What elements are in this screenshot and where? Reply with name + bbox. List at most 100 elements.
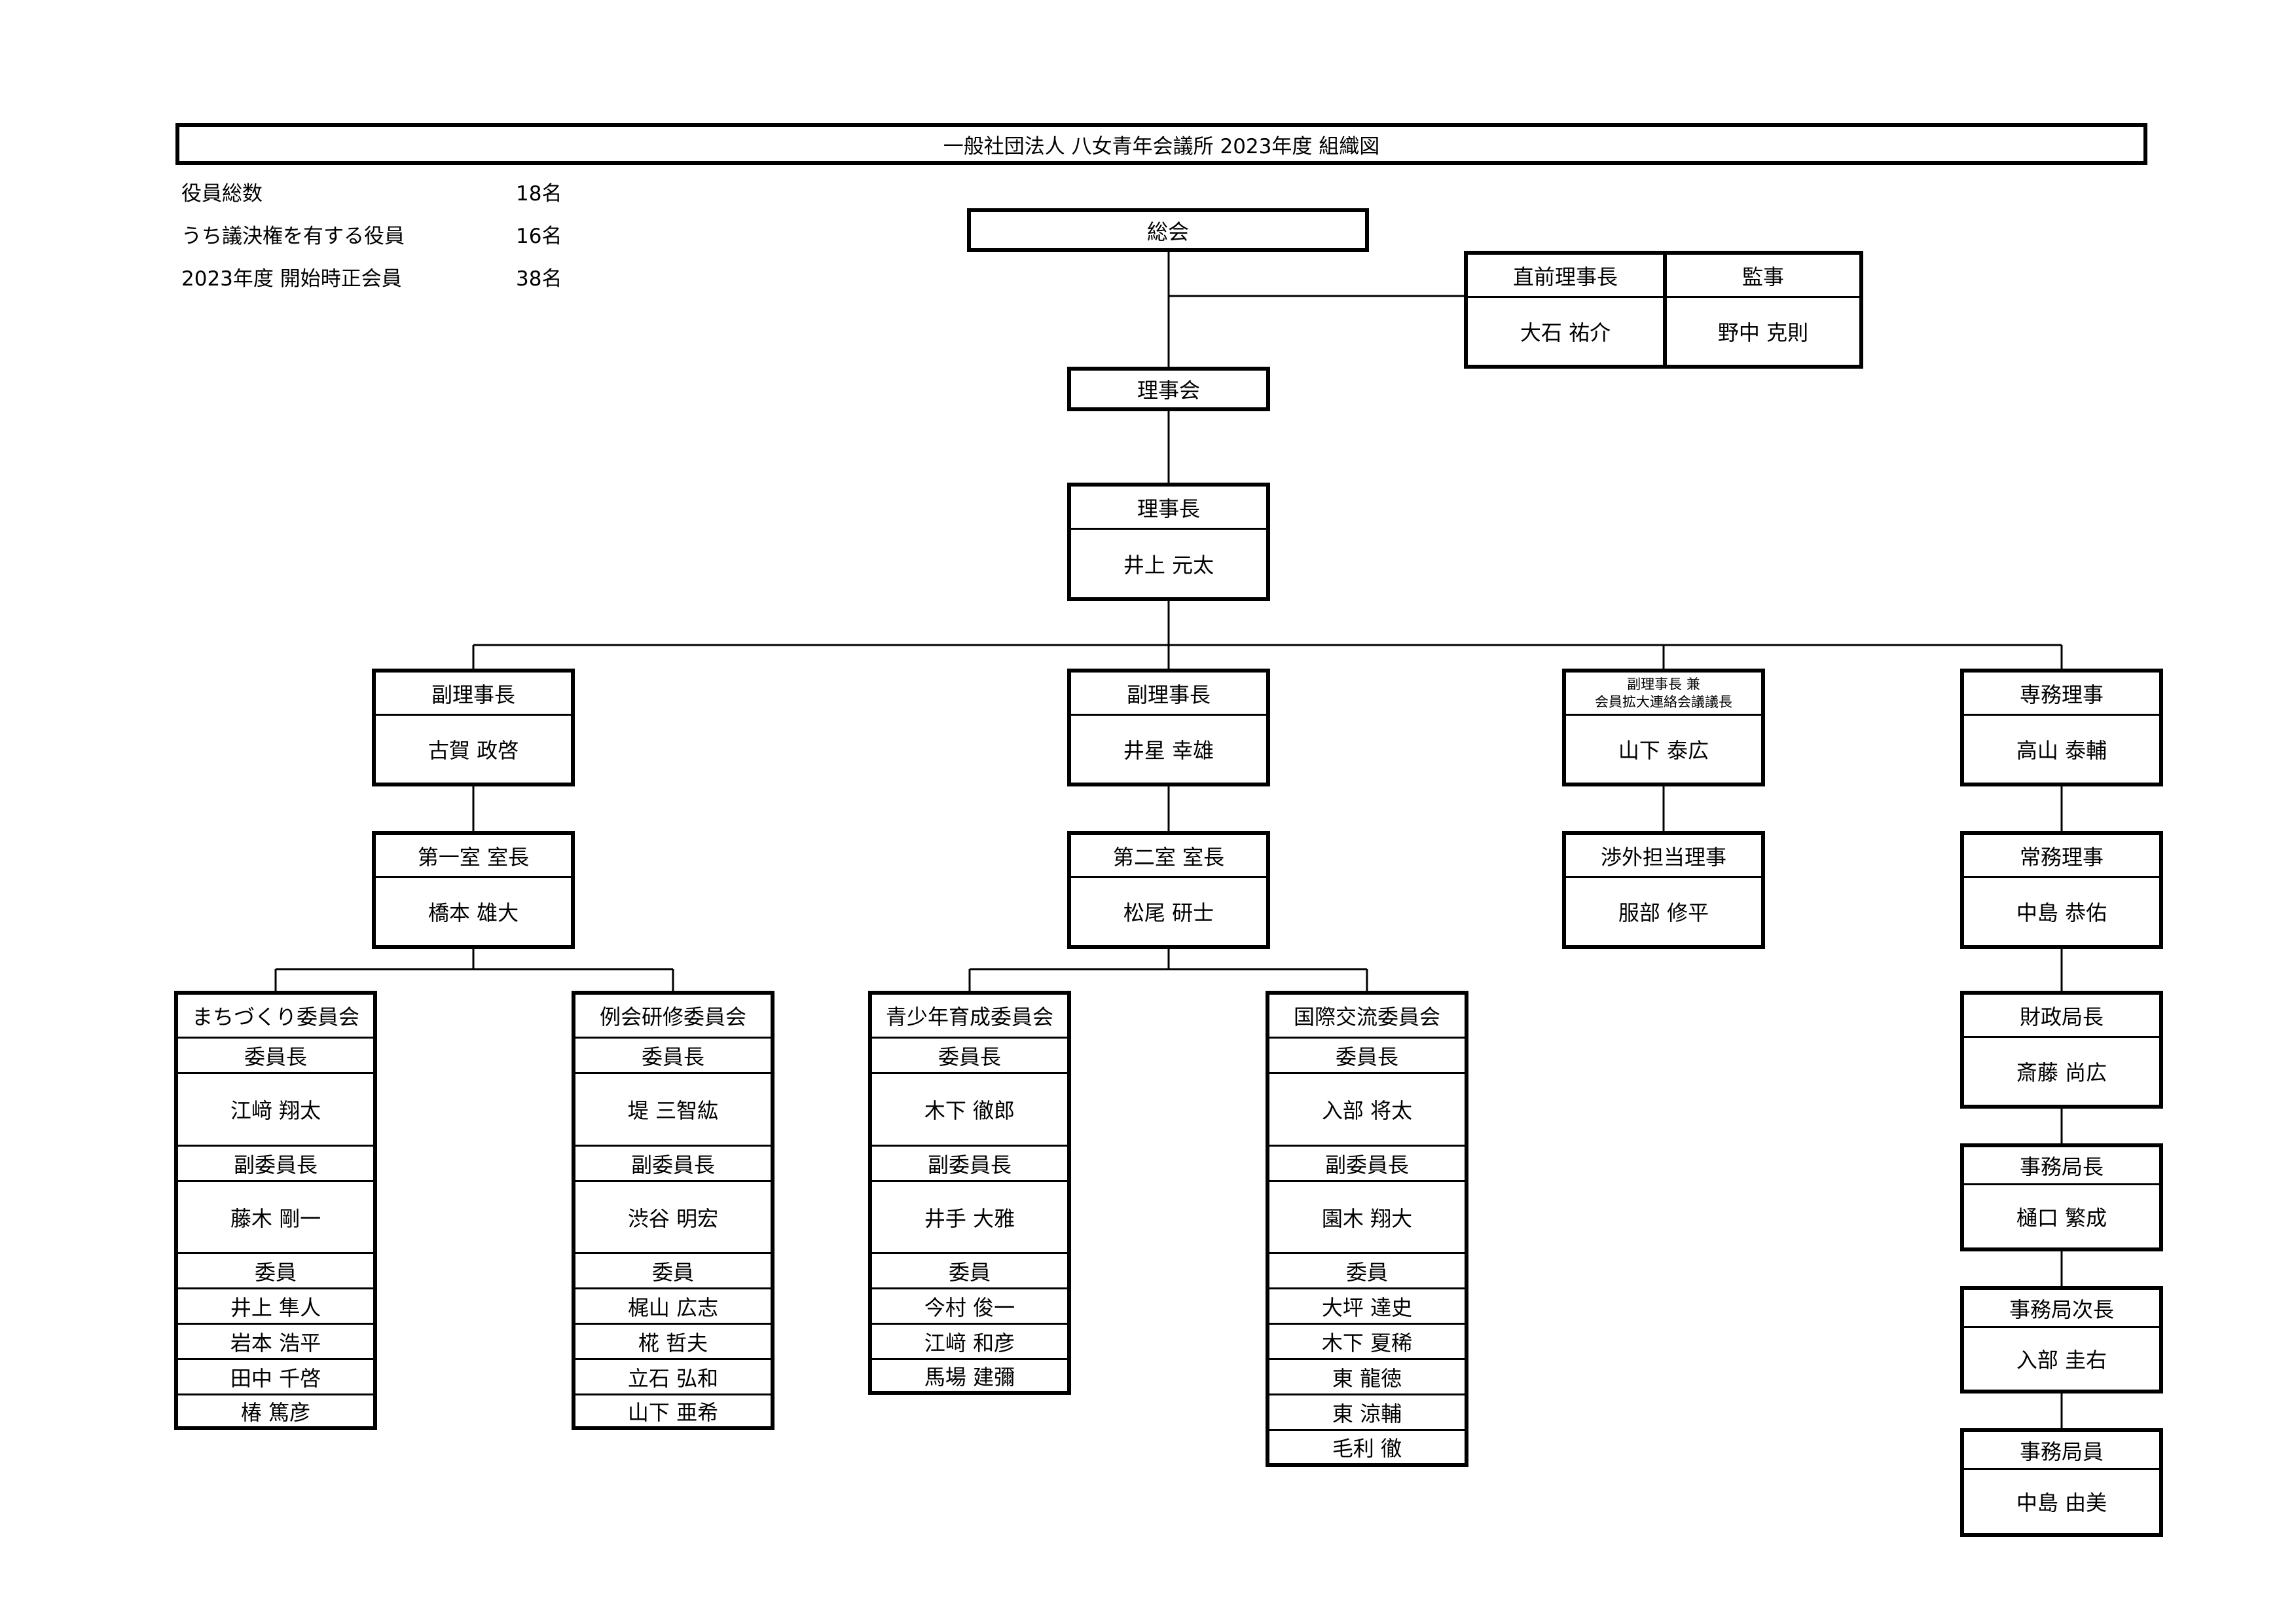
secretariat-head-title: 事務局長 — [1964, 1147, 2159, 1185]
past-president-title: 直前理事長 — [1468, 255, 1663, 298]
committee-vice-name: 藤木 剛一 — [178, 1182, 373, 1254]
committee-member: 田中 千啓 — [178, 1360, 373, 1395]
committee-box: まちづくり委員会 委員長 江﨑 翔太 副委員長 藤木 剛一 委員 井上 隼人 岩… — [174, 991, 377, 1430]
room-head-title: 第二室 室長 — [1071, 835, 1266, 878]
committee-member: 立石 弘和 — [575, 1360, 771, 1395]
vp-name: 古賀 政啓 — [428, 738, 519, 763]
committee-chair-label: 委員長 — [178, 1039, 373, 1074]
secretariat-staff-name: 中島 由美 — [2016, 1490, 2107, 1515]
committee-member: 馬場 建彌 — [924, 1364, 1015, 1390]
committee-member: 山下 亜希 — [627, 1399, 719, 1425]
committee-chair-name: 江﨑 翔太 — [178, 1074, 373, 1147]
vp-expansion-title-line1: 副理事長 兼 — [1627, 676, 1700, 692]
liaison-director-box: 渉外担当理事 服部 修平 — [1562, 831, 1765, 949]
committee-vice-name: 園木 翔大 — [1269, 1182, 1465, 1254]
vp-expansion-box: 副理事長 兼 会員拡大連絡会議議長 山下 泰広 — [1562, 669, 1765, 786]
committee-chair-name: 木下 徹郎 — [872, 1074, 1067, 1147]
vp-title: 副理事長 — [1071, 673, 1266, 716]
vp-expansion-name: 山下 泰広 — [1618, 738, 1709, 763]
secretariat-deputy-name: 入部 圭右 — [2016, 1348, 2107, 1373]
managing-director-title: 常務理事 — [1964, 835, 2159, 878]
executive-director-title: 専務理事 — [1964, 673, 2159, 716]
committee-chair-label: 委員長 — [575, 1039, 771, 1074]
committee-box: 国際交流委員会 委員長 入部 将太 副委員長 園木 翔大 委員 大坪 達史 木下… — [1266, 991, 1468, 1467]
committee-chair-label: 委員長 — [872, 1039, 1067, 1074]
committee-member: 椛 哲夫 — [575, 1325, 771, 1360]
committee-vice-label: 副委員長 — [178, 1147, 373, 1182]
vp-title: 副理事長 — [376, 673, 571, 716]
finance-head-name: 斎藤 尚広 — [2016, 1060, 2107, 1085]
stat-label-total: 役員総数 — [181, 182, 263, 206]
past-president-box: 直前理事長 大石 祐介 — [1464, 251, 1667, 369]
stat-value-voting: 16名 — [516, 225, 562, 248]
general-assembly-box: 総会 — [967, 208, 1369, 252]
board-label: 理事会 — [1137, 378, 1200, 403]
stat-value-members: 38名 — [516, 267, 562, 291]
executive-director-box: 専務理事 高山 泰輔 — [1960, 669, 2163, 786]
board-box: 理事会 — [1067, 367, 1270, 411]
committee-name: 青少年育成委員会 — [872, 995, 1067, 1039]
committee-members-label: 委員 — [178, 1254, 373, 1289]
secretariat-deputy-title: 事務局次長 — [1964, 1290, 2159, 1328]
room-head-box: 第一室 室長 橋本 雄大 — [372, 831, 575, 949]
room-head-name: 松尾 研士 — [1123, 900, 1214, 925]
secretariat-head-box: 事務局長 樋口 繁成 — [1960, 1143, 2163, 1251]
executive-director-name: 高山 泰輔 — [2016, 738, 2107, 763]
committee-member: 今村 俊一 — [872, 1289, 1067, 1325]
committee-vice-name: 井手 大雅 — [872, 1182, 1067, 1254]
liaison-director-title: 渉外担当理事 — [1566, 835, 1761, 878]
committee-members-label: 委員 — [575, 1254, 771, 1289]
managing-director-box: 常務理事 中島 恭佑 — [1960, 831, 2163, 949]
general-assembly-label: 総会 — [1146, 219, 1189, 244]
vp-box: 副理事長 古賀 政啓 — [372, 669, 575, 786]
committee-member: 梶山 広志 — [575, 1289, 771, 1325]
president-title: 理事長 — [1071, 487, 1266, 530]
room-head-box: 第二室 室長 松尾 研士 — [1067, 831, 1270, 949]
managing-director-name: 中島 恭佑 — [2016, 900, 2107, 925]
secretariat-staff-title: 事務局員 — [1964, 1432, 2159, 1470]
vp-expansion-title: 副理事長 兼 会員拡大連絡会議議長 — [1566, 673, 1761, 716]
committee-member: 毛利 徹 — [1332, 1435, 1402, 1461]
president-name: 井上 元太 — [1123, 552, 1214, 578]
secretariat-staff-box: 事務局員 中島 由美 — [1960, 1428, 2163, 1537]
committee-chair-label: 委員長 — [1269, 1039, 1465, 1074]
committee-member: 東 涼輔 — [1269, 1395, 1465, 1431]
committee-member: 岩本 浩平 — [178, 1325, 373, 1360]
president-box: 理事長 井上 元太 — [1067, 483, 1270, 601]
committee-name: 例会研修委員会 — [575, 995, 771, 1039]
chart-title: 一般社団法人 八女青年会議所 2023年度 組織図 — [175, 123, 2147, 165]
committee-member: 東 龍徳 — [1269, 1360, 1465, 1395]
committee-name: まちづくり委員会 — [178, 995, 373, 1039]
stat-label-members: 2023年度 開始時正会員 — [181, 267, 402, 291]
committee-name: 国際交流委員会 — [1269, 995, 1465, 1039]
liaison-director-name: 服部 修平 — [1618, 900, 1709, 925]
finance-head-title: 財政局長 — [1964, 995, 2159, 1038]
auditor-name: 野中 克則 — [1717, 320, 1809, 345]
committee-chair-name: 堤 三智紘 — [575, 1074, 771, 1147]
auditor-box: 監事 野中 克則 — [1663, 251, 1863, 369]
secretariat-head-name: 樋口 繁成 — [2016, 1205, 2107, 1230]
room-head-title: 第一室 室長 — [376, 835, 571, 878]
committee-members-label: 委員 — [872, 1254, 1067, 1289]
past-president-name: 大石 祐介 — [1520, 320, 1611, 345]
vp-expansion-title-line2: 会員拡大連絡会議議長 — [1595, 693, 1732, 710]
committee-box: 例会研修委員会 委員長 堤 三智紘 副委員長 渋谷 明宏 委員 梶山 広志 椛 … — [572, 991, 774, 1430]
committee-chair-name: 入部 将太 — [1269, 1074, 1465, 1147]
stat-label-voting: うち議決権を有する役員 — [181, 225, 405, 248]
committee-box: 青少年育成委員会 委員長 木下 徹郎 副委員長 井手 大雅 委員 今村 俊一 江… — [868, 991, 1071, 1395]
vp-box: 副理事長 井星 幸雄 — [1067, 669, 1270, 786]
committee-members-label: 委員 — [1269, 1254, 1465, 1289]
committee-member: 井上 隼人 — [178, 1289, 373, 1325]
committee-vice-name: 渋谷 明宏 — [575, 1182, 771, 1254]
auditor-title: 監事 — [1667, 255, 1859, 298]
committee-member: 江﨑 和彦 — [872, 1325, 1067, 1360]
committee-vice-label: 副委員長 — [1269, 1147, 1465, 1182]
committee-member: 大坪 達史 — [1269, 1289, 1465, 1325]
committee-member: 椿 篤彦 — [240, 1399, 311, 1425]
vp-name: 井星 幸雄 — [1123, 738, 1214, 763]
room-head-name: 橋本 雄大 — [428, 900, 519, 925]
committee-member: 木下 夏稀 — [1269, 1325, 1465, 1360]
committee-vice-label: 副委員長 — [575, 1147, 771, 1182]
secretariat-deputy-box: 事務局次長 入部 圭右 — [1960, 1286, 2163, 1393]
